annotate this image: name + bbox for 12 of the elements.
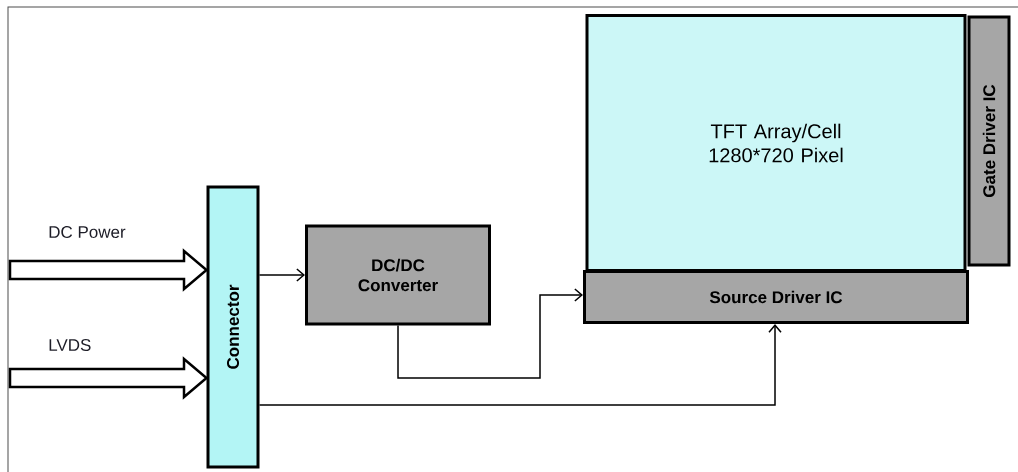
arrow (258, 324, 782, 406)
edge-label: LVDS (49, 339, 91, 352)
driver-bar: Gate Driver IC (967, 15, 1011, 267)
block-arrow (8, 356, 209, 400)
arrow (397, 288, 583, 379)
edge-label: DC Power (49, 226, 126, 239)
block-arrow (8, 248, 209, 292)
arrow (258, 268, 305, 282)
panel-area: TFT Array/Cell 1280*720 Pixel (585, 14, 967, 272)
driver-bar: Source Driver IC (583, 270, 969, 324)
connector-bar: Connector (206, 185, 260, 469)
converter-box: DC/DC Converter (305, 224, 491, 326)
